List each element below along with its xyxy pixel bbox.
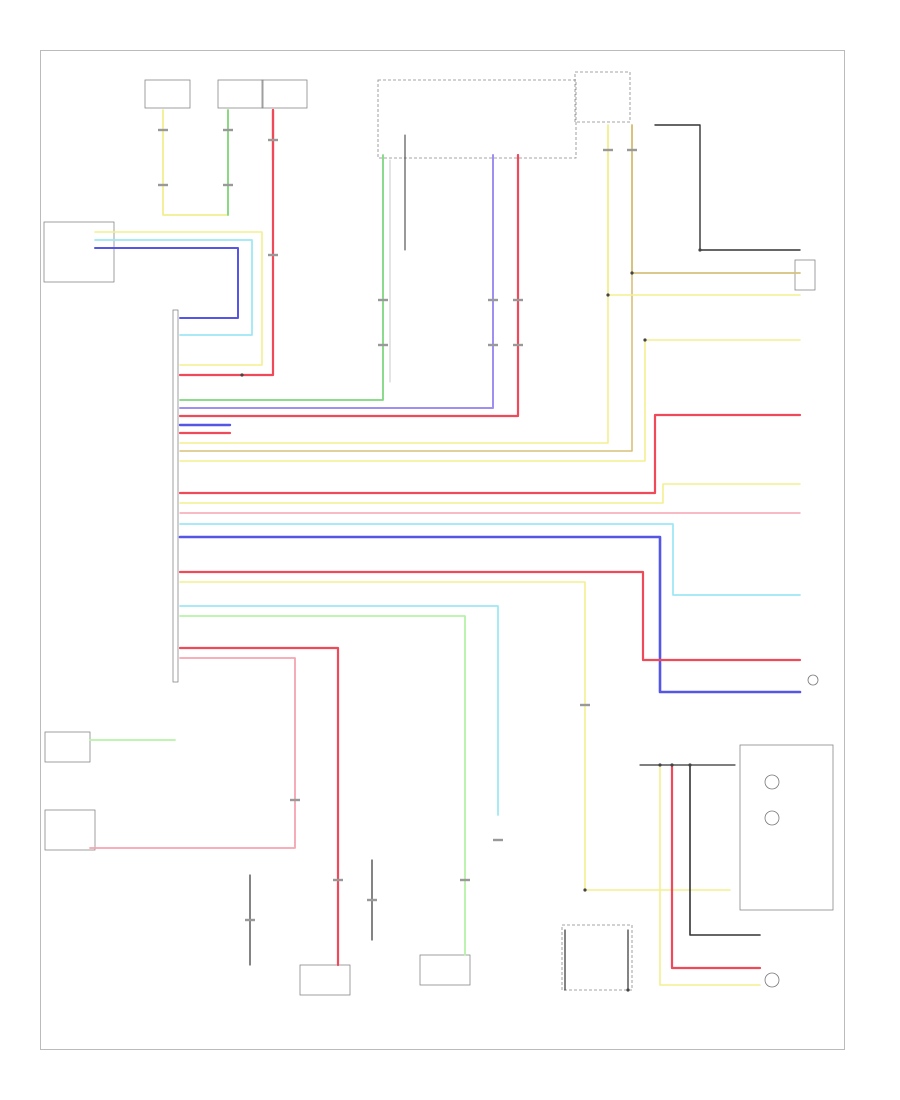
wire-red-room [670,763,762,970]
passenger-door-switch-box [299,964,351,996]
junction-dot-1 [606,293,610,297]
wire-mark-7 [378,343,388,347]
fuse-block-2 [217,79,264,109]
wire-mark-16 [460,878,470,882]
wire-mark-13 [627,148,637,152]
wire-yellow-fuse [162,109,229,216]
luggage-lamp-icon [807,674,819,686]
wire-red-rl [178,413,802,495]
junction-dot-0 [240,373,244,377]
wire-mark-15 [493,838,503,842]
wire-tan-rrd [631,124,801,274]
wire-yellow-room [659,764,761,986]
wire-mark-2 [223,128,233,132]
wire-pink-pass [89,657,296,849]
wire-mark-10 [513,298,523,302]
combination-meter-box [561,924,633,991]
rear-door-switch-box [419,954,471,986]
wire-mark-12 [603,148,613,152]
wire-green-lock [179,154,384,401]
rear-door-switch-left-box [44,731,91,763]
wire-red-lock [178,153,520,418]
wire-marks [158,128,819,992]
wire-mark-17 [333,878,343,882]
rr-door-lock-box [794,259,816,291]
fuse-block-3 [261,79,308,109]
junction-dot-3 [698,248,702,252]
back-door-switch-box [44,809,96,851]
cargo-lamp-bulb-2-icon [764,810,780,826]
wires [89,108,802,991]
junction-dot-8 [583,888,587,892]
junction-dot-2 [630,271,634,275]
wire-yellow-pw [179,124,609,444]
wire-tan-pw [179,124,633,452]
front-left-door-switch-box [43,221,115,283]
wire-yellow-cargo [179,581,731,891]
wire-blue-door [94,247,239,319]
wire-yellow-rrw [179,483,801,504]
junction-dot-4 [643,338,647,342]
power-window-main-switch-box [574,71,631,123]
wire-mark-14 [580,703,590,707]
wire-blue-luggage [178,535,802,694]
fuse-block-1 [144,79,191,109]
cargo-lamp-box [739,744,834,911]
wire-mark-8 [488,298,498,302]
wire-red-lamp [178,570,802,662]
diagram-frame [40,50,845,1050]
wire-mark-3 [223,183,233,187]
wire-mark-6 [378,298,388,302]
wire-violet-lock [179,154,494,409]
wire-mark-20 [367,898,377,902]
wire-dark-room [689,764,761,936]
wire-yellow-door [94,231,263,366]
room-lamp-bulb-icon [764,972,780,988]
wire-mark-19 [245,918,255,922]
wire-cyan-left [179,523,801,596]
junction-dot-5 [658,763,662,767]
component-boxes [43,71,834,996]
junction-dot-9 [626,988,630,992]
junction-dot-6 [670,763,674,767]
wire-mark-9 [488,343,498,347]
wire-mark-11 [513,343,523,347]
wire-mark-18 [290,798,300,802]
bcm-connector-strip [172,309,179,683]
wire-mark-5 [268,253,278,257]
wire-dark-rrd [654,124,801,251]
wire-mark-0 [158,128,168,132]
cargo-lamp-bulb-icon [764,774,780,790]
front-door-lock-assembly-box [377,79,577,159]
wire-red-pass [178,646,340,967]
wire-cyan-rear [179,605,499,816]
wire-cyan-door [94,239,253,336]
wire-mark-1 [158,183,168,187]
wire-green-rear [179,615,466,956]
wire-red-batt [178,108,275,377]
wire-mark-4 [268,138,278,142]
wire-yellow-rr [179,339,801,462]
junction-dot-7 [688,763,692,767]
